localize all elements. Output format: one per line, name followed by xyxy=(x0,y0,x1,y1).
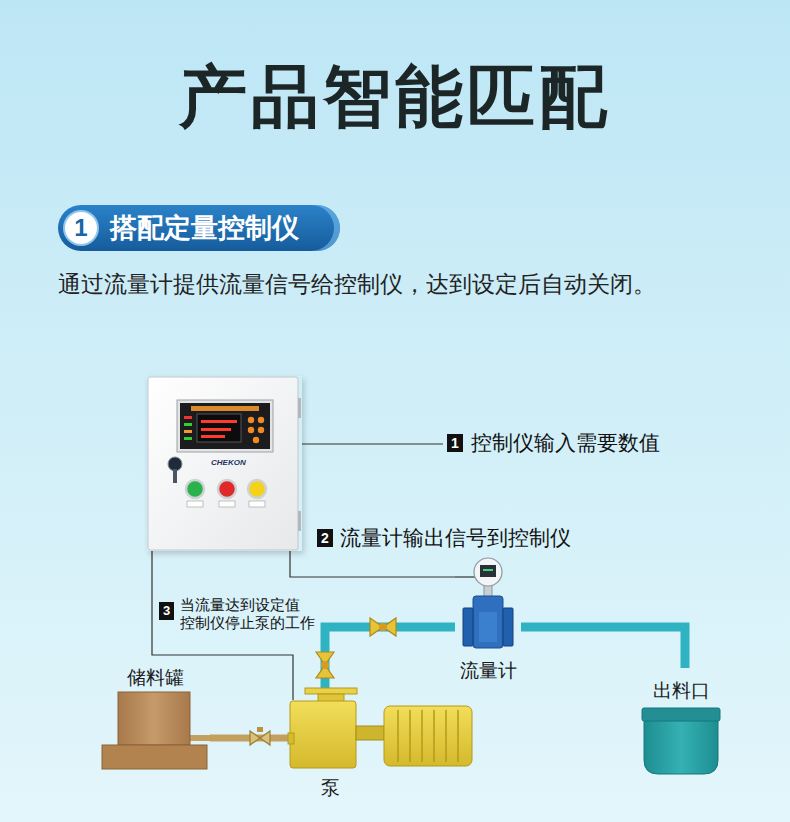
callout-number: 3 xyxy=(159,602,174,620)
leader-line xyxy=(302,443,443,444)
display-frame xyxy=(177,400,273,452)
signal-wire xyxy=(455,576,475,577)
drawing-part xyxy=(397,710,399,762)
motor-body xyxy=(384,706,472,766)
badge-number-circle: 1 xyxy=(63,210,99,246)
readout-bar xyxy=(201,435,225,438)
part-label: 流量计 xyxy=(438,660,538,683)
button-plate xyxy=(219,501,235,507)
display-bar xyxy=(483,569,493,571)
display-panel xyxy=(180,403,270,449)
pump-inlet xyxy=(288,733,294,744)
start-button xyxy=(186,480,204,498)
page-title: 产品智能匹配 xyxy=(0,52,790,143)
key-switch xyxy=(168,457,182,471)
valve-body xyxy=(316,652,334,678)
discharge-pipe xyxy=(325,627,455,688)
pipe-valve xyxy=(250,727,270,745)
callout-text: 控制仪输入需要数值 xyxy=(471,430,660,455)
button-plate xyxy=(249,501,265,507)
storage-tank: 储料罐 xyxy=(100,666,210,770)
feed-pipe xyxy=(210,735,288,742)
meter-flange xyxy=(463,608,473,646)
outlet-body xyxy=(644,720,718,774)
part-label: 储料罐 xyxy=(100,667,210,690)
valve-body xyxy=(370,618,396,636)
signal-wire xyxy=(290,551,455,577)
outlet: 出料口 xyxy=(640,668,722,776)
readout-bar xyxy=(201,428,231,431)
transmitter-head xyxy=(474,558,502,586)
badge-number: 1 xyxy=(65,212,97,244)
callout-number: 2 xyxy=(317,529,333,547)
indicator xyxy=(184,437,192,440)
control-cabinet: CHEKON xyxy=(147,376,302,551)
hinge xyxy=(298,511,301,531)
badge-text: 搭配定量控制仪 xyxy=(110,205,299,251)
valve-stem xyxy=(257,727,263,732)
panel-key xyxy=(258,417,264,423)
pump: 泵 xyxy=(288,688,474,770)
flowmeter-drawing xyxy=(455,556,521,656)
drawing-part xyxy=(409,710,411,762)
control-wire xyxy=(292,688,293,700)
meter-flange xyxy=(503,608,513,646)
indicator xyxy=(184,416,192,419)
readout-bar xyxy=(201,420,237,423)
drawing-part xyxy=(433,710,435,762)
transmitter-display xyxy=(480,565,496,577)
valve-hub xyxy=(379,623,387,631)
meter-body xyxy=(473,596,503,648)
description-text: 通过流量计提供流量信号给控制仪，达到设定后自动关闭。 xyxy=(58,271,656,299)
drawing-part xyxy=(445,710,447,762)
valve-body xyxy=(250,731,270,745)
panel-key xyxy=(258,427,264,433)
drawing-part xyxy=(457,710,459,762)
pipe-valve xyxy=(370,618,396,636)
panel-title-strip xyxy=(191,406,259,411)
tank-outlet-pipe xyxy=(190,735,210,741)
meter-highlight xyxy=(479,612,497,642)
part-label: 泵 xyxy=(305,777,355,800)
callout-text: 流量计输出信号到控制仪 xyxy=(340,525,571,550)
brand-mark: CHEKON xyxy=(211,458,246,468)
button-plate xyxy=(187,501,203,507)
tank-body xyxy=(118,692,190,745)
stop-button xyxy=(218,480,236,498)
callout-text: 当流量达到设定值 控制仪停止泵的工作 xyxy=(180,596,317,632)
pipe-valve xyxy=(316,652,334,678)
callout-number: 1 xyxy=(447,434,463,452)
tank-base xyxy=(102,745,207,769)
panel-key xyxy=(248,417,254,423)
auto-button xyxy=(248,480,266,498)
pump-casing xyxy=(290,701,356,768)
section-badge: 搭配定量控制仪 1 xyxy=(58,205,340,251)
outlet-rim xyxy=(642,708,720,721)
panel-key xyxy=(253,437,259,443)
cabinet-door xyxy=(148,377,298,550)
pump-flange xyxy=(305,688,357,694)
pump-coupling xyxy=(356,726,384,740)
flowmeter: 流量计 xyxy=(455,556,521,656)
valve-hub xyxy=(321,661,329,669)
panel-key xyxy=(248,427,254,433)
indicator xyxy=(184,423,192,426)
indicator xyxy=(184,430,192,433)
drawing-part xyxy=(421,710,423,762)
key xyxy=(173,469,177,483)
hinge xyxy=(298,398,301,418)
display-window xyxy=(197,414,241,442)
pump-drawing xyxy=(288,688,474,770)
discharge-pipe xyxy=(521,627,685,668)
motor-ribs xyxy=(398,710,458,762)
part-label: 出料口 xyxy=(631,680,731,703)
